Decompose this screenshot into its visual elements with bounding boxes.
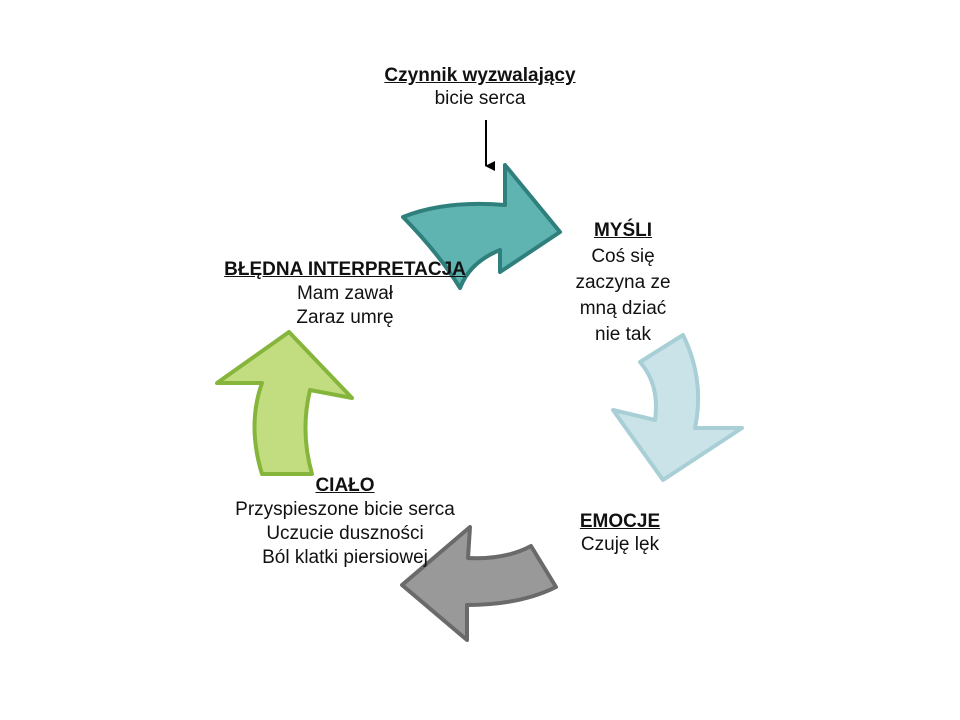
body-line: Uczucie duszności xyxy=(266,523,424,544)
emotions-node: EMOCJE Czuję lęk xyxy=(545,510,695,556)
thoughts-line: mną dziać xyxy=(579,298,667,319)
misinterpretation-heading: BŁĘDNA INTERPRETACJA xyxy=(224,259,466,280)
curved-arrow-up-icon xyxy=(215,330,354,476)
trigger-heading: Czynnik wyzwalający xyxy=(384,65,576,86)
emotions-heading: EMOCJE xyxy=(579,511,661,532)
thoughts-line: zaczyna ze xyxy=(575,272,671,293)
curved-arrow-left-icon xyxy=(400,525,558,642)
emotions-line: Czuję lęk xyxy=(580,534,660,555)
body-heading: CIAŁO xyxy=(315,475,375,496)
thoughts-line: nie tak xyxy=(595,324,651,345)
misinterpretation-line: Zaraz umrę xyxy=(296,307,394,328)
body-line: Przyspieszone bicie serca xyxy=(235,499,455,520)
thoughts-node: MYŚLI Coś się zaczyna ze mną dziać nie t… xyxy=(548,218,698,348)
misinterpretation-node: BŁĘDNA INTERPRETACJA Mam zawał Zaraz umr… xyxy=(190,258,500,330)
body-line: Ból klatki piersiowej xyxy=(262,547,428,568)
curved-arrow-right-icon xyxy=(401,163,562,290)
thoughts-heading: MYŚLI xyxy=(593,220,653,241)
trigger-line: bicie serca xyxy=(434,88,526,109)
body-node: CIAŁO Przyspieszone bicie serca Uczucie … xyxy=(195,474,495,570)
curved-arrow-down-icon xyxy=(611,333,744,482)
misinterpretation-line: Mam zawał xyxy=(296,283,394,304)
thoughts-line: Coś się xyxy=(591,246,655,267)
trigger-node: Czynnik wyzwalający bicie serca xyxy=(330,64,630,110)
